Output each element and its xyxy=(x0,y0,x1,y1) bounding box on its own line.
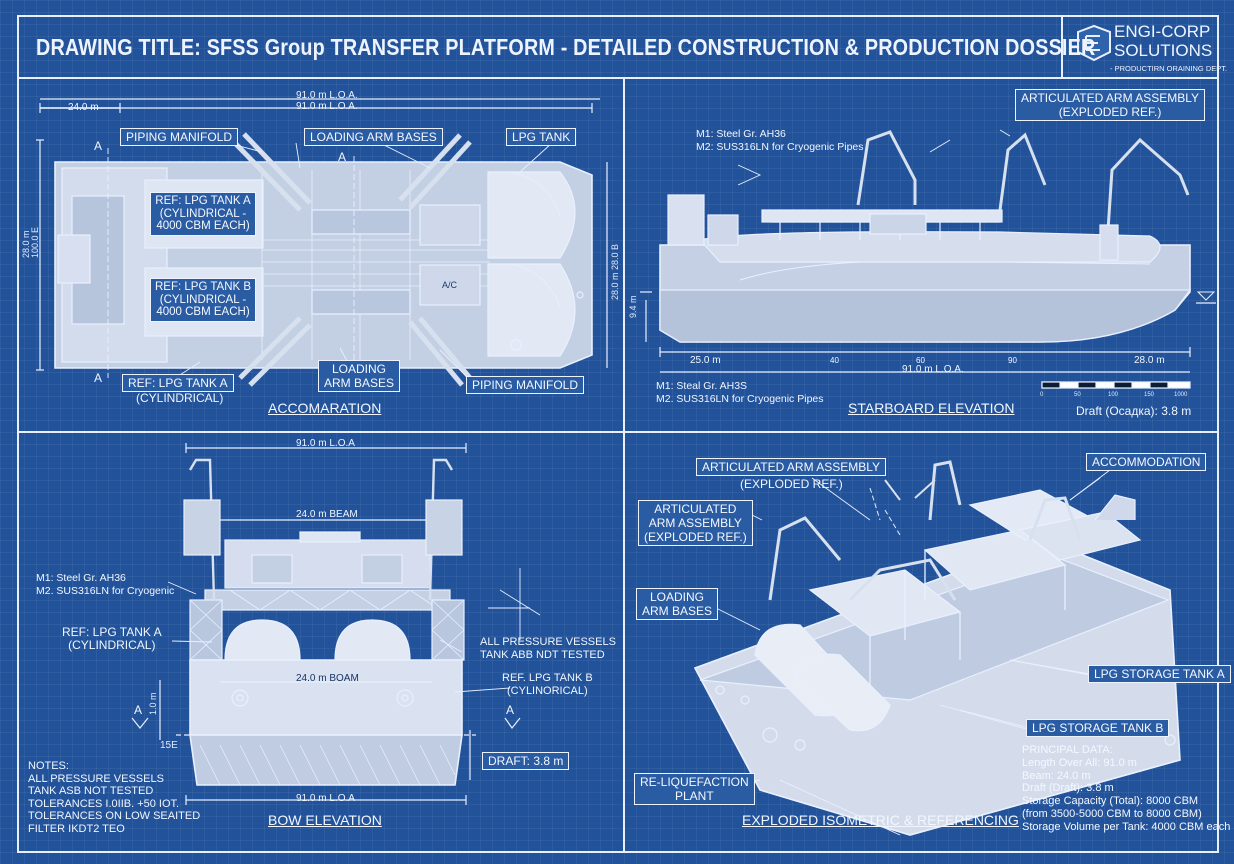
iso-lpg-tank-b: LPG STORAGE TANK B xyxy=(1026,719,1170,737)
logo-dept: - PRODUCTIRN ORAINING DEPT. xyxy=(1110,64,1228,73)
logo-line1: ENGI-CORP xyxy=(1114,22,1211,41)
bow-dim-loa-top: 91.0 m L.O.A xyxy=(296,438,355,449)
scale-tick-100: 100 xyxy=(1108,392,1119,398)
iso-arm-assembly-top-sub: (EXPLODED REF.) xyxy=(740,477,843,491)
elev-material-1b: M1: Steal Gr. AH3S xyxy=(656,380,748,392)
plan-inner-label: A/C xyxy=(442,280,458,290)
bow-section-a-right: A xyxy=(506,703,515,717)
plan-tank-a-callout: REF: LPG TANK A (CYLINDRICAL - 4000 CBM … xyxy=(150,192,256,236)
elev-left-dim: 9.4 m xyxy=(628,295,638,318)
plan-dim-loa-b: 91.0 m L.O.A. xyxy=(296,101,358,112)
elev-dim-28: 28.0 m xyxy=(1134,355,1165,366)
logo-line2: SOLUTIONS xyxy=(1114,41,1213,60)
section-a-top: A xyxy=(94,139,103,153)
principal-data-box: PRINCIPAL DATA: Length Over All: 91.0 m … xyxy=(1022,744,1231,833)
elev-material-1: M1: Steel Gr. AH36 xyxy=(696,128,786,140)
bow-beam-mid: 24.0 m BOAM xyxy=(296,673,359,684)
plan-dim-24: 24.0 m xyxy=(68,102,99,113)
label-lpg-tank: LPG TANK xyxy=(506,128,577,146)
plan-caption: ACCOMARATION xyxy=(268,400,382,416)
bow-beam-top: 24.0 m BEAM xyxy=(296,509,358,520)
bow-caption: BOW ELEVATION xyxy=(268,812,382,828)
iso-lpg-tank-a: LPG STORAGE TANK A xyxy=(1088,665,1231,683)
scale-tick-1000: 1000 xyxy=(1174,392,1188,398)
bow-ref-tank-a: REF: LPG TANK A (CYLINDRICAL) xyxy=(62,625,162,652)
elev-material-2b: M2. SUS316LN for Cryogenic Pipes xyxy=(656,393,824,405)
bow-material-1: M1: Steel Gr. AH36 xyxy=(36,572,126,584)
bow-draft-box: DRAFT: 3.8 m xyxy=(482,752,570,770)
plan-tank-b-callout: REF: LPG TANK B (CYLINDRICAL - 4000 CBM … xyxy=(150,278,256,322)
scale-tick-50: 50 xyxy=(1074,392,1081,398)
elev-caption: STARBOARD ELEVATION xyxy=(848,400,1015,416)
iso-accommodation: ACCOMMODATION xyxy=(1086,453,1207,471)
bow-material-2: M2. SUS316LN for Cryogenic xyxy=(36,585,175,597)
elev-dim-25: 25.0 m xyxy=(690,355,721,366)
plan-left-dim: 28.0 m 100.0 E xyxy=(21,226,40,258)
iso-reliquefaction-plant: RE-LIQUEFACTION PLANT xyxy=(634,773,755,805)
section-a-bottom: A xyxy=(94,371,103,385)
bow-notes: NOTES: ALL PRESSURE VESSELS TANK ASB NOT… xyxy=(28,760,201,835)
elev-dim-40: 40 xyxy=(830,356,839,365)
plan-dim-loa-a: 91.0 m L.O.A. xyxy=(296,90,358,101)
section-a-mid: A xyxy=(338,150,347,164)
bow-section-a-left: A xyxy=(134,703,143,717)
scale-tick-150: 150 xyxy=(1144,392,1155,398)
iso-loading-arm-bases: LOADING ARM BASES xyxy=(636,588,719,620)
bow-pressure-note: ALL PRESSURE VESSELS TANK ABB NDT TESTED xyxy=(480,636,616,661)
elev-material-2: M2: SUS316LN for Cryogenic Pipes xyxy=(696,141,864,153)
elev-dim-90: 90 xyxy=(1008,356,1017,365)
iso-caption: EXPLODED ISOMETRIC & REFERENCING xyxy=(742,812,1019,828)
label-ref-lpg-tank-a: REF: LPG TANK A xyxy=(122,374,234,392)
bow-side-dim-2: 15E xyxy=(160,740,178,751)
bow-ref-tank-b: REF. LPG TANK B (CYLINORICAL) xyxy=(502,672,593,697)
label-loading-arm-bases-bottom: LOADING ARM BASES xyxy=(318,360,401,392)
label-piping-manifold-top: PIPING MANIFOLD xyxy=(120,128,239,146)
isometric-drawing xyxy=(693,460,1181,836)
iso-arm-assembly-top: ARTICULATED ARM ASSEMBLY xyxy=(696,458,887,476)
elev-dim-loa: 91.0 m L.O.A. xyxy=(902,364,964,375)
logo-icon xyxy=(1077,24,1111,62)
label-piping-manifold-bottom: PIPING MANIFOLD xyxy=(466,376,585,394)
bow-side-dim: 1.0 m xyxy=(148,692,158,715)
elev-draft: Draft (Осадка): 3.8 m xyxy=(1076,404,1192,418)
iso-arm-assembly-left: ARTICULATED ARM ASSEMBLY (EXPLODED REF.) xyxy=(638,500,753,546)
bow-elevation-drawing xyxy=(131,443,541,805)
elev-dim-60: 60 xyxy=(916,356,925,365)
elev-arm-assembly-label: ARTICULATED ARM ASSEMBLY (EXPLODED REF.) xyxy=(1015,89,1206,121)
leader-lines xyxy=(167,142,1111,791)
plan-right-dim: 28.0 m 28.0 B xyxy=(610,243,620,300)
label-ref-lpg-tank-a-sub: (CYLINDRICAL) xyxy=(136,391,224,405)
starboard-elevation-drawing xyxy=(640,129,1216,389)
scale-tick-0: 0 xyxy=(1040,392,1044,398)
label-loading-arm-bases-top: LOADING ARM BASES xyxy=(304,128,443,146)
drawing-title: DRAWING TITLE: SFSS Group TRANSFER PLATF… xyxy=(36,34,1096,60)
bow-dim-loa-bottom: 91.0 m L.O.A xyxy=(296,793,355,804)
